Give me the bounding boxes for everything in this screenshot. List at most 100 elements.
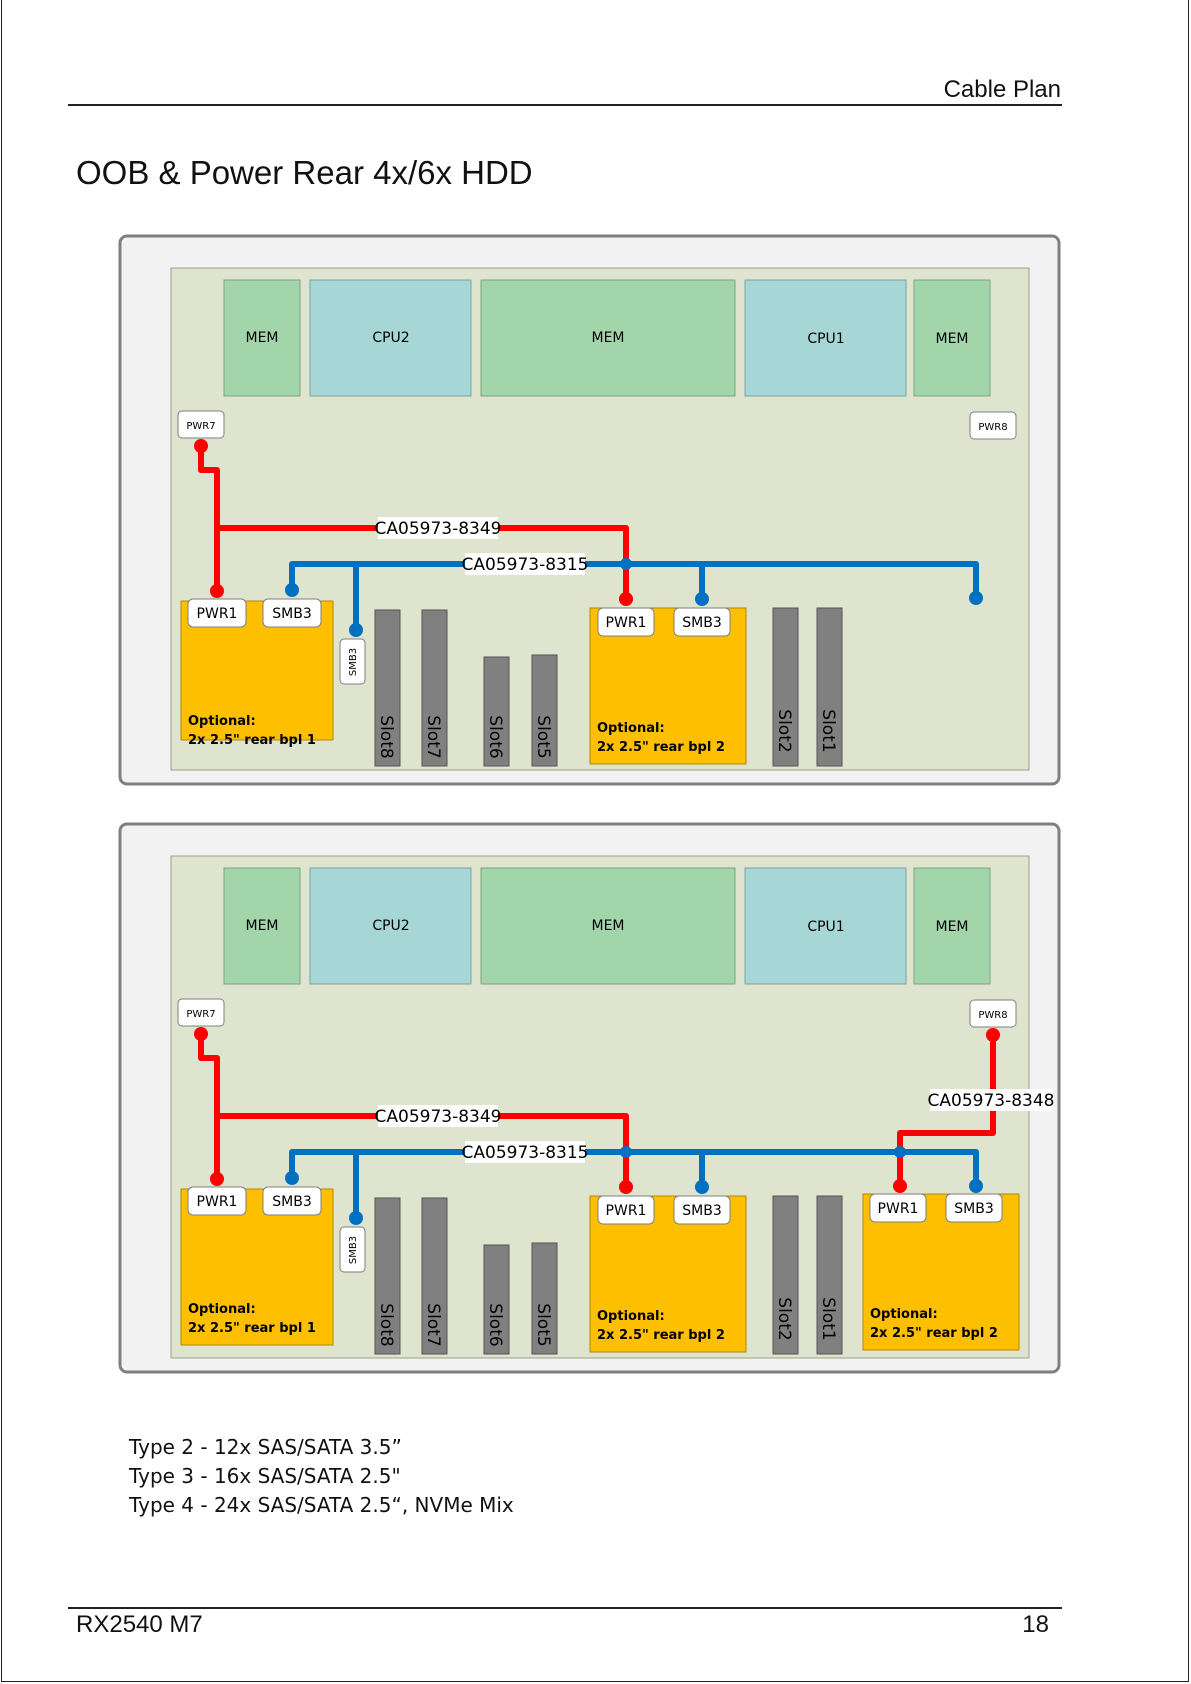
slot7-label: Slot7 xyxy=(423,1303,443,1346)
slot7 xyxy=(421,609,448,767)
power-cable-label-bg xyxy=(378,517,498,539)
bpl2-smb3-connector xyxy=(673,607,731,637)
power-cable-8348 xyxy=(893,1028,1000,1193)
bpl1-smb3-label: SMB3 xyxy=(272,1194,311,1210)
smb3-vertical-connector xyxy=(339,1226,366,1273)
note-line: Type 3 - 16x SAS/SATA 2.5" xyxy=(129,1464,401,1488)
footer-model: RX2540 M7 xyxy=(76,1611,203,1638)
mem-module-center xyxy=(480,279,736,397)
power2-cable-label: CA05973-8348 xyxy=(928,1091,1055,1111)
bpl1-optional-label: Optional: xyxy=(188,1302,256,1317)
bpl1-smb3-label: SMB3 xyxy=(272,606,311,622)
slot2-label: Slot2 xyxy=(774,1297,794,1340)
mem-module-left xyxy=(223,867,301,985)
cpu2-label: CPU2 xyxy=(372,330,409,346)
pwr7-label: PWR7 xyxy=(186,1009,215,1020)
power2-cable-label-bg xyxy=(930,1089,1052,1111)
slot6-label: Slot6 xyxy=(485,1303,505,1346)
bpl1-pwr1-connector xyxy=(187,598,247,628)
slot1 xyxy=(816,607,843,767)
slot2 xyxy=(772,607,799,767)
cpu2-block xyxy=(309,279,472,397)
smb3-vertical-label: SMB3 xyxy=(348,1236,359,1264)
slot5-label: Slot5 xyxy=(533,1303,553,1346)
mem-label-center: MEM xyxy=(591,918,624,934)
power-cable-8349 xyxy=(194,439,633,606)
bpl1-pwr1-connector xyxy=(187,1186,247,1216)
power-cable-label-bg xyxy=(378,1105,498,1127)
bpl1-smb3-connector xyxy=(262,598,322,628)
slot7-label: Slot7 xyxy=(423,715,443,758)
bpl2-name-label: 2x 2.5" rear bpl 2 xyxy=(597,740,725,755)
mem-module-center xyxy=(480,867,736,985)
cpu1-block xyxy=(744,867,907,985)
page-title: OOB & Power Rear 4x/6x HDD xyxy=(76,154,533,191)
bpl1-pwr1-label: PWR1 xyxy=(197,1194,238,1210)
bpl3-optional-label: Optional: xyxy=(870,1307,938,1322)
hdd-type-notes: Type 2 - 12x SAS/SATA 3.5” Type 3 - 16x … xyxy=(129,1433,514,1520)
pwr8-connector xyxy=(969,999,1017,1028)
smb3-vertical-label: SMB3 xyxy=(348,648,359,676)
bpl1-name-label: 2x 2.5" rear bpl 1 xyxy=(188,1321,316,1336)
cpu1-label: CPU1 xyxy=(807,919,844,935)
mem-label-left: MEM xyxy=(245,330,278,346)
note-line: Type 2 - 12x SAS/SATA 3.5” xyxy=(129,1435,402,1459)
header-rule xyxy=(68,104,1062,106)
slot1-label: Slot1 xyxy=(818,709,838,752)
note-line: Type 4 - 24x SAS/SATA 2.5“, NVMe Mix xyxy=(129,1493,514,1517)
cpu1-block xyxy=(744,279,907,397)
bpl2-pwr1-label: PWR1 xyxy=(606,615,647,631)
slot6 xyxy=(483,1244,510,1355)
mem-label-left: MEM xyxy=(245,918,278,934)
header-title: Cable Plan xyxy=(943,76,1061,103)
slot5 xyxy=(531,1242,558,1355)
bpl3-smb3-label: SMB3 xyxy=(954,1201,993,1217)
power-cable-label: CA05973-8349 xyxy=(375,1107,502,1127)
cpu2-block xyxy=(309,867,472,985)
bpl3-smb3-connector xyxy=(945,1193,1003,1223)
slot8 xyxy=(374,1197,401,1355)
bpl2-optional-label: Optional: xyxy=(597,721,665,736)
slot2 xyxy=(772,1195,799,1355)
bpl2-smb3-label: SMB3 xyxy=(682,615,721,631)
pwr7-connector xyxy=(177,998,225,1027)
mem-module-right xyxy=(913,867,991,985)
power-cable-8349 xyxy=(194,1027,633,1194)
smb3-vertical-connector xyxy=(339,638,366,685)
pwr7-connector xyxy=(177,410,225,439)
slot7 xyxy=(421,1197,448,1355)
slot8-label: Slot8 xyxy=(376,1303,396,1346)
mem-module-left xyxy=(223,279,301,397)
mem-label-right: MEM xyxy=(935,919,968,935)
bpl3-pwr1-connector xyxy=(869,1193,927,1223)
bpl2-smb3-connector xyxy=(673,1195,731,1225)
footer-page-number: 18 xyxy=(1022,1611,1049,1638)
pwr8-label: PWR8 xyxy=(978,422,1007,433)
pwr8-label: PWR8 xyxy=(978,1010,1007,1021)
power-cable-label: CA05973-8349 xyxy=(375,519,502,539)
bpl3-pwr1-label: PWR1 xyxy=(878,1201,919,1217)
mem-module-right xyxy=(913,279,991,397)
diagram-4x-hdd: MEM CPU2 MEM CPU1 MEM PWR7 PWR8 Optional… xyxy=(118,234,1063,786)
slot1 xyxy=(816,1195,843,1355)
slot8-label: Slot8 xyxy=(376,715,396,758)
bpl2-smb3-label: SMB3 xyxy=(682,1203,721,1219)
bpl1-smb3-connector xyxy=(262,1186,322,1216)
slot6 xyxy=(483,656,510,767)
pwr8-connector xyxy=(969,411,1017,440)
bpl2-name-label: 2x 2.5" rear bpl 2 xyxy=(597,1328,725,1343)
slot1-label: Slot1 xyxy=(818,1297,838,1340)
bpl3-name-label: 2x 2.5" rear bpl 2 xyxy=(870,1326,998,1341)
slot6-label: Slot6 xyxy=(485,715,505,758)
slot5-label: Slot5 xyxy=(533,715,553,758)
oob-cable-label: CA05973-8315 xyxy=(462,1143,589,1163)
pwr7-label: PWR7 xyxy=(186,421,215,432)
cpu2-label: CPU2 xyxy=(372,918,409,934)
oob-cable-8315 xyxy=(285,558,983,637)
slot8 xyxy=(374,609,401,767)
bpl1-pwr1-label: PWR1 xyxy=(197,606,238,622)
mem-label-right: MEM xyxy=(935,331,968,347)
slot5 xyxy=(531,654,558,767)
mem-label-center: MEM xyxy=(591,330,624,346)
